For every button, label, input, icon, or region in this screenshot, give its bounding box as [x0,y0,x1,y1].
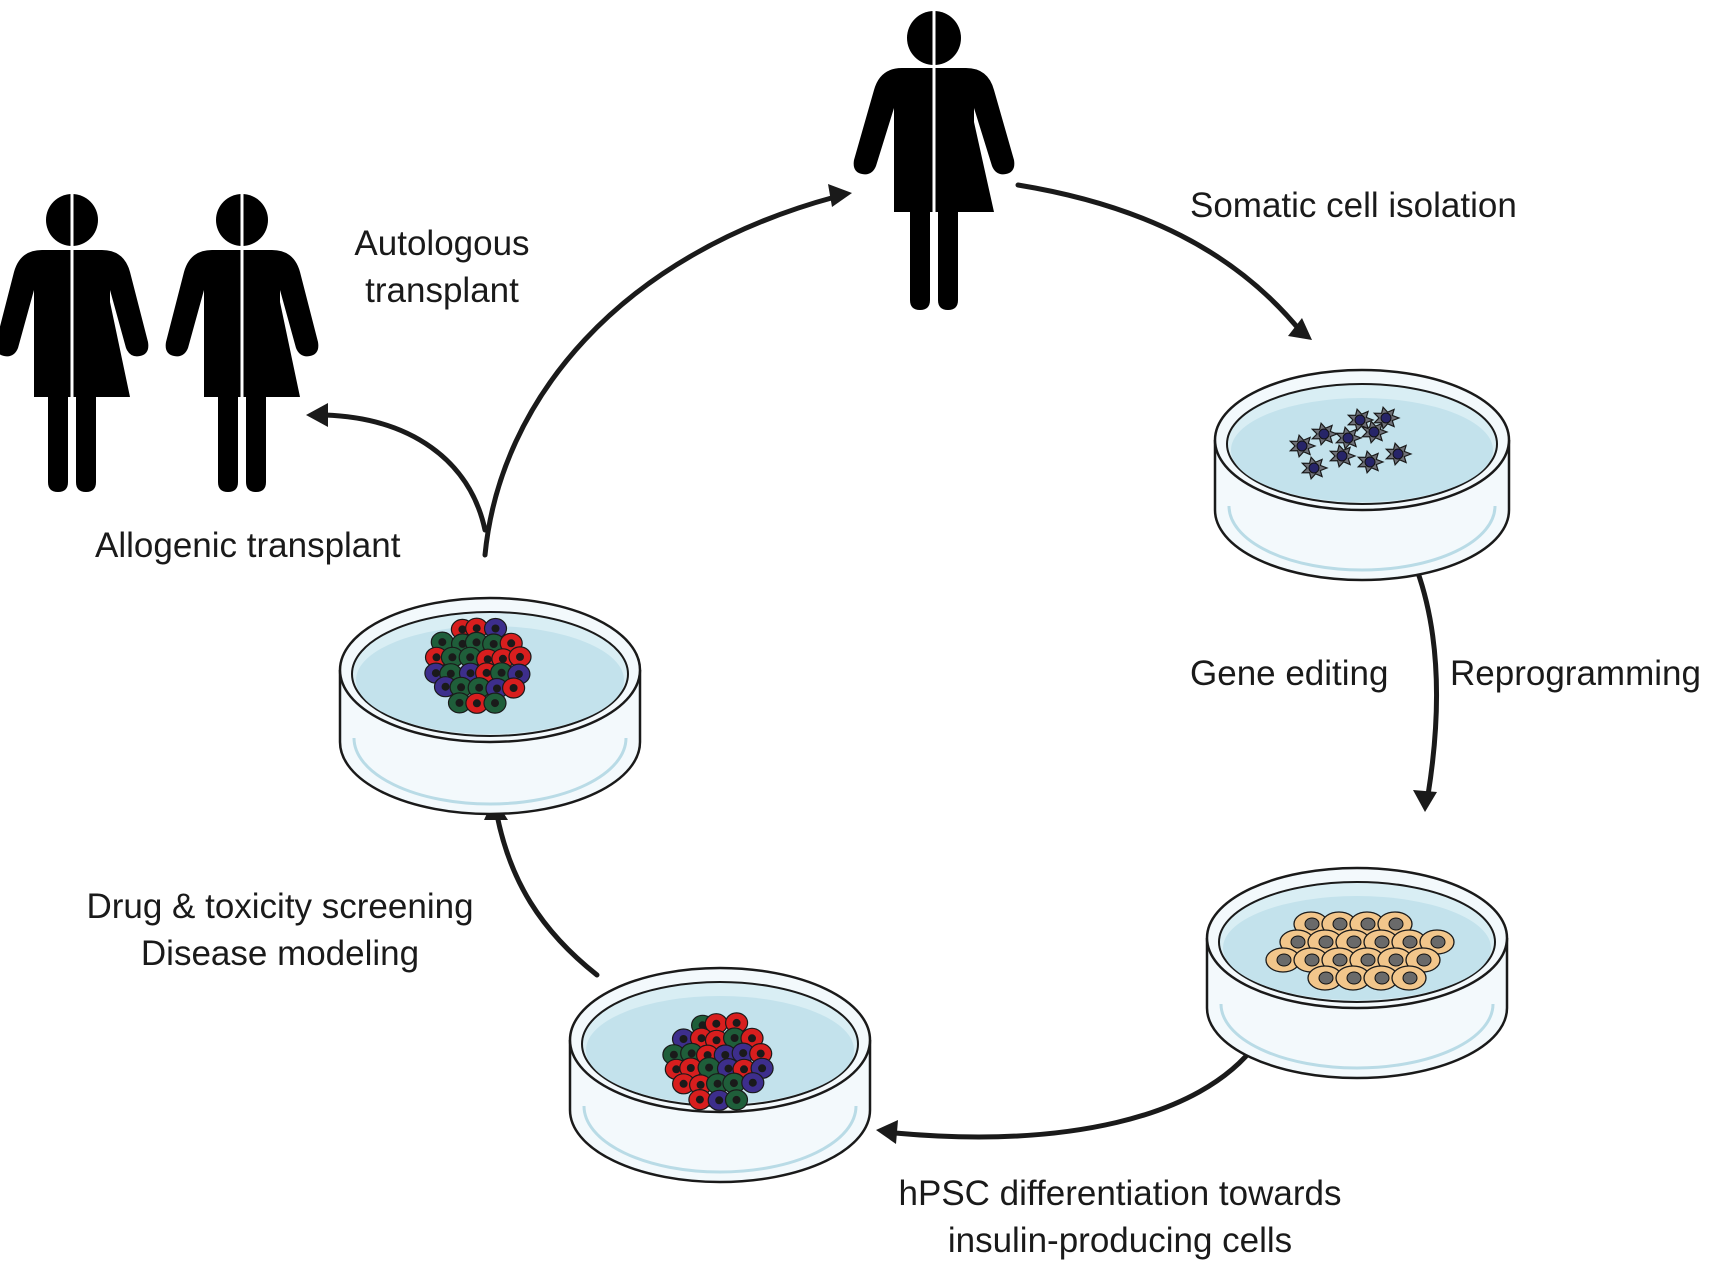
somatic-cell [1328,443,1357,469]
arrow-allogenic [322,412,488,533]
islet-cluster [662,1012,774,1111]
arrow-screening [494,812,600,978]
islet-cluster [424,617,532,714]
hpsc-dish [1205,866,1509,1080]
hpsc-cell [1335,965,1371,991]
somatic-cell [1310,421,1339,447]
arrow-isolation [1015,182,1305,336]
somatic-cell [1356,449,1385,475]
islet-cell [501,677,526,699]
somatic-cell [1334,425,1363,451]
somatic-cell-dish [1213,368,1511,582]
differentiated-islet-dish [568,966,872,1184]
label-autologous-line2: transplant [365,271,519,310]
islet-cell [697,1057,721,1079]
label-autologous-transplant: Autologous transplant [312,220,572,314]
islet-cell [671,1073,696,1095]
islet-cell [731,1042,755,1064]
islet-cell [724,1089,749,1111]
islet-cell [704,1013,728,1035]
arrow-reprogramming-head [1413,790,1437,812]
label-gene-editing: Gene editing [1190,654,1389,693]
arrow-reprogramming [1414,567,1440,798]
somatic-cell [1360,419,1389,445]
patient-figure [853,8,1015,312]
label-autologous-line1: Autologous [354,224,530,263]
arrow-autologous [482,194,838,558]
arrow-isolation-head [1288,318,1312,340]
label-screening-line1: Drug & toxicity screening [86,887,474,926]
hpsc-colony [1265,911,1455,991]
label-hpsc-differentiation: hPSC differentiation towards insulin-pro… [820,1170,1420,1264]
recipient-figure-1 [0,192,149,494]
islet-cell [440,646,464,668]
label-allogenic-transplant: Allogenic transplant [95,526,401,565]
somatic-cell [1384,441,1413,467]
hpsc-cell [1307,965,1343,991]
islet-cell [483,617,508,640]
arrow-allogenic-head [306,403,328,427]
label-screening-line2: Disease modeling [140,934,420,973]
cycle-arrows [306,182,1440,1144]
somatic-cells [1288,405,1413,481]
somatic-cell [1346,407,1375,433]
petri-dish [1213,368,1511,582]
islet-cell [508,646,532,668]
label-screening: Drug & toxicity screening Disease modeli… [55,883,505,977]
arrow-differentiation [892,1040,1260,1140]
label-hpsc-line2: insulin-producing cells [947,1221,1293,1260]
somatic-cell [1372,405,1401,431]
label-reprogramming: Reprogramming [1450,654,1701,693]
label-somatic-cell-isolation: Somatic cell isolation [1190,186,1517,225]
arrow-differentiation-head [876,1120,898,1144]
somatic-cell [1300,455,1329,481]
islet-cell [483,692,507,714]
hpsc-cell [1265,947,1301,973]
person-icon [0,194,149,492]
islet-cell [449,676,473,698]
somatic-cell [1288,433,1317,459]
hpsc-cell [1391,965,1427,991]
islet-cell [688,1088,712,1111]
arrow-autologous-head [828,184,852,207]
label-hpsc-line1: hPSC differentiation towards [898,1174,1342,1213]
recipient-figure-2 [165,192,319,494]
islet-cell [741,1072,765,1094]
transplant-islet-dish [338,596,642,816]
